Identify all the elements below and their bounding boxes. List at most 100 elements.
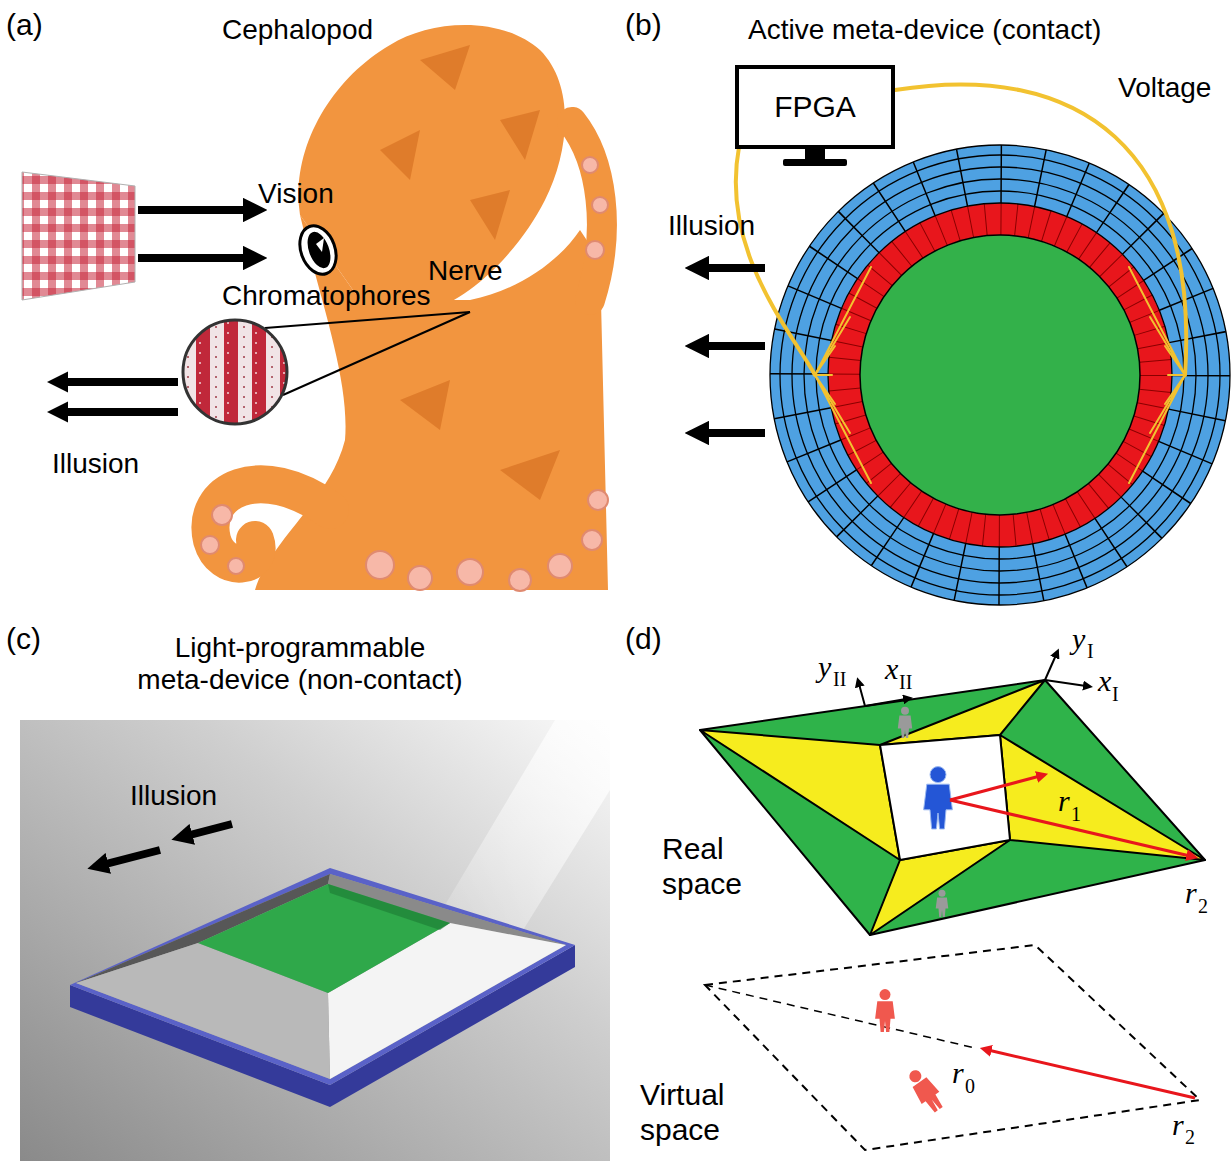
vector-subscript: 2	[1185, 1126, 1195, 1149]
octopus-illustration	[316, 238, 324, 252]
part-label: Vision	[258, 178, 334, 210]
light-programmable-device	[198, 884, 450, 993]
fpga-monitor: FPGA	[735, 65, 895, 149]
axis-label: y	[1072, 622, 1085, 657]
sucker	[212, 505, 232, 525]
meta-device-disc	[828, 203, 1172, 547]
illusion-arrow	[62, 382, 178, 412]
axis-label: x	[885, 652, 898, 687]
render-background	[20, 720, 610, 1161]
person-icon	[936, 890, 949, 917]
voltage-wire	[1129, 267, 1185, 375]
meta-device-disc	[770, 145, 1230, 605]
octopus-illustration	[293, 221, 342, 280]
sucker	[586, 241, 604, 259]
light-programmable-device	[76, 874, 566, 1079]
light-programmable-device	[70, 868, 575, 1085]
person-icon	[875, 989, 895, 1032]
meta-device-disc	[860, 235, 1140, 515]
axis-label: y	[818, 650, 831, 685]
illusion-arrow	[62, 408, 178, 416]
virtual-space-map	[705, 985, 975, 1048]
octopus-illustration	[303, 229, 335, 272]
voltage-wire	[815, 267, 1185, 483]
voltage-wire	[1150, 317, 1185, 375]
coordinate-axis	[1045, 655, 1056, 680]
sucker	[592, 197, 608, 213]
illusion-arrow	[102, 850, 160, 865]
sucker	[366, 551, 394, 579]
sucker	[588, 490, 608, 510]
sucker	[228, 558, 244, 574]
person-icon	[903, 1065, 948, 1116]
space-label: Virtual space	[640, 1078, 727, 1147]
voltage-wire	[815, 374, 832, 376]
illusion-arrow	[62, 378, 178, 386]
panel-letter: (b)	[625, 8, 662, 43]
axis-subscript: II	[899, 671, 912, 694]
arrow-label: Illusion	[52, 448, 139, 480]
real-space-map	[880, 735, 1010, 860]
sucker	[548, 554, 572, 578]
part-label: Nerve	[428, 255, 503, 287]
voltage-wire	[1168, 374, 1185, 376]
arrow-label: Illusion	[668, 210, 755, 242]
person-icon	[898, 707, 912, 738]
panel-letter: (a)	[6, 8, 43, 43]
position-vector	[950, 776, 1190, 856]
real-space-map	[700, 730, 900, 860]
real-space-map	[1000, 735, 1205, 860]
vector-subscript: 1	[1071, 803, 1081, 826]
voltage-wire	[1129, 375, 1185, 483]
real-space-map	[700, 680, 1205, 935]
voltage-wire	[736, 147, 815, 375]
illusion-arrow	[702, 264, 765, 272]
meta-device-disc	[792, 167, 1208, 583]
vector-label: r	[952, 1056, 964, 1091]
sucker	[408, 566, 432, 590]
coordinate-axis	[859, 684, 865, 706]
meta-device-disc	[816, 191, 1184, 559]
illusion-arrow	[186, 824, 232, 836]
octopus-illustration	[210, 484, 330, 563]
octopus-illustration	[201, 25, 608, 591]
vision-arrow	[138, 254, 250, 262]
leader-line	[265, 312, 470, 395]
position-vector	[950, 800, 1190, 856]
meta-device-disc	[799, 174, 1201, 576]
person-icon	[924, 767, 953, 829]
real-space-map	[700, 680, 1205, 935]
vector-subscript: 2	[1198, 895, 1208, 918]
axis-subscript: I	[1112, 683, 1119, 706]
monitor-stand	[783, 159, 847, 166]
meta-device-disc	[770, 145, 1230, 605]
octopus-illustration	[380, 45, 560, 500]
chromatophore-lens	[180, 318, 290, 428]
node-text: FPGA	[774, 90, 856, 125]
meta-device-disc	[844, 219, 1156, 531]
part-label: Chromatophores	[222, 280, 431, 312]
illusion-arrow	[102, 824, 232, 865]
virtual-space-map	[705, 945, 1200, 1150]
axis-label: x	[1098, 664, 1111, 699]
vector-subscript: 0	[965, 1075, 975, 1098]
arrow-label: Illusion	[130, 780, 217, 812]
voltage-wire	[815, 267, 871, 375]
vector-label: r	[1172, 1108, 1184, 1143]
chromatophore-lens	[180, 318, 290, 428]
meta-device-disc	[804, 179, 1196, 571]
wire-label: Voltage	[1118, 72, 1211, 104]
meta-device-disc	[770, 145, 1230, 605]
sucker	[457, 559, 483, 585]
light-programmable-device	[328, 884, 450, 930]
sucker	[201, 536, 219, 554]
meta-device-disc	[844, 219, 1156, 531]
checker-pattern	[22, 172, 135, 300]
title-label: Active meta-device (contact)	[748, 14, 1101, 46]
panel-letter: (c)	[6, 622, 41, 657]
light-programmable-device	[70, 868, 575, 1107]
illusion-arrow	[702, 342, 765, 350]
voltage-wire	[815, 346, 835, 375]
sucker	[582, 530, 602, 550]
